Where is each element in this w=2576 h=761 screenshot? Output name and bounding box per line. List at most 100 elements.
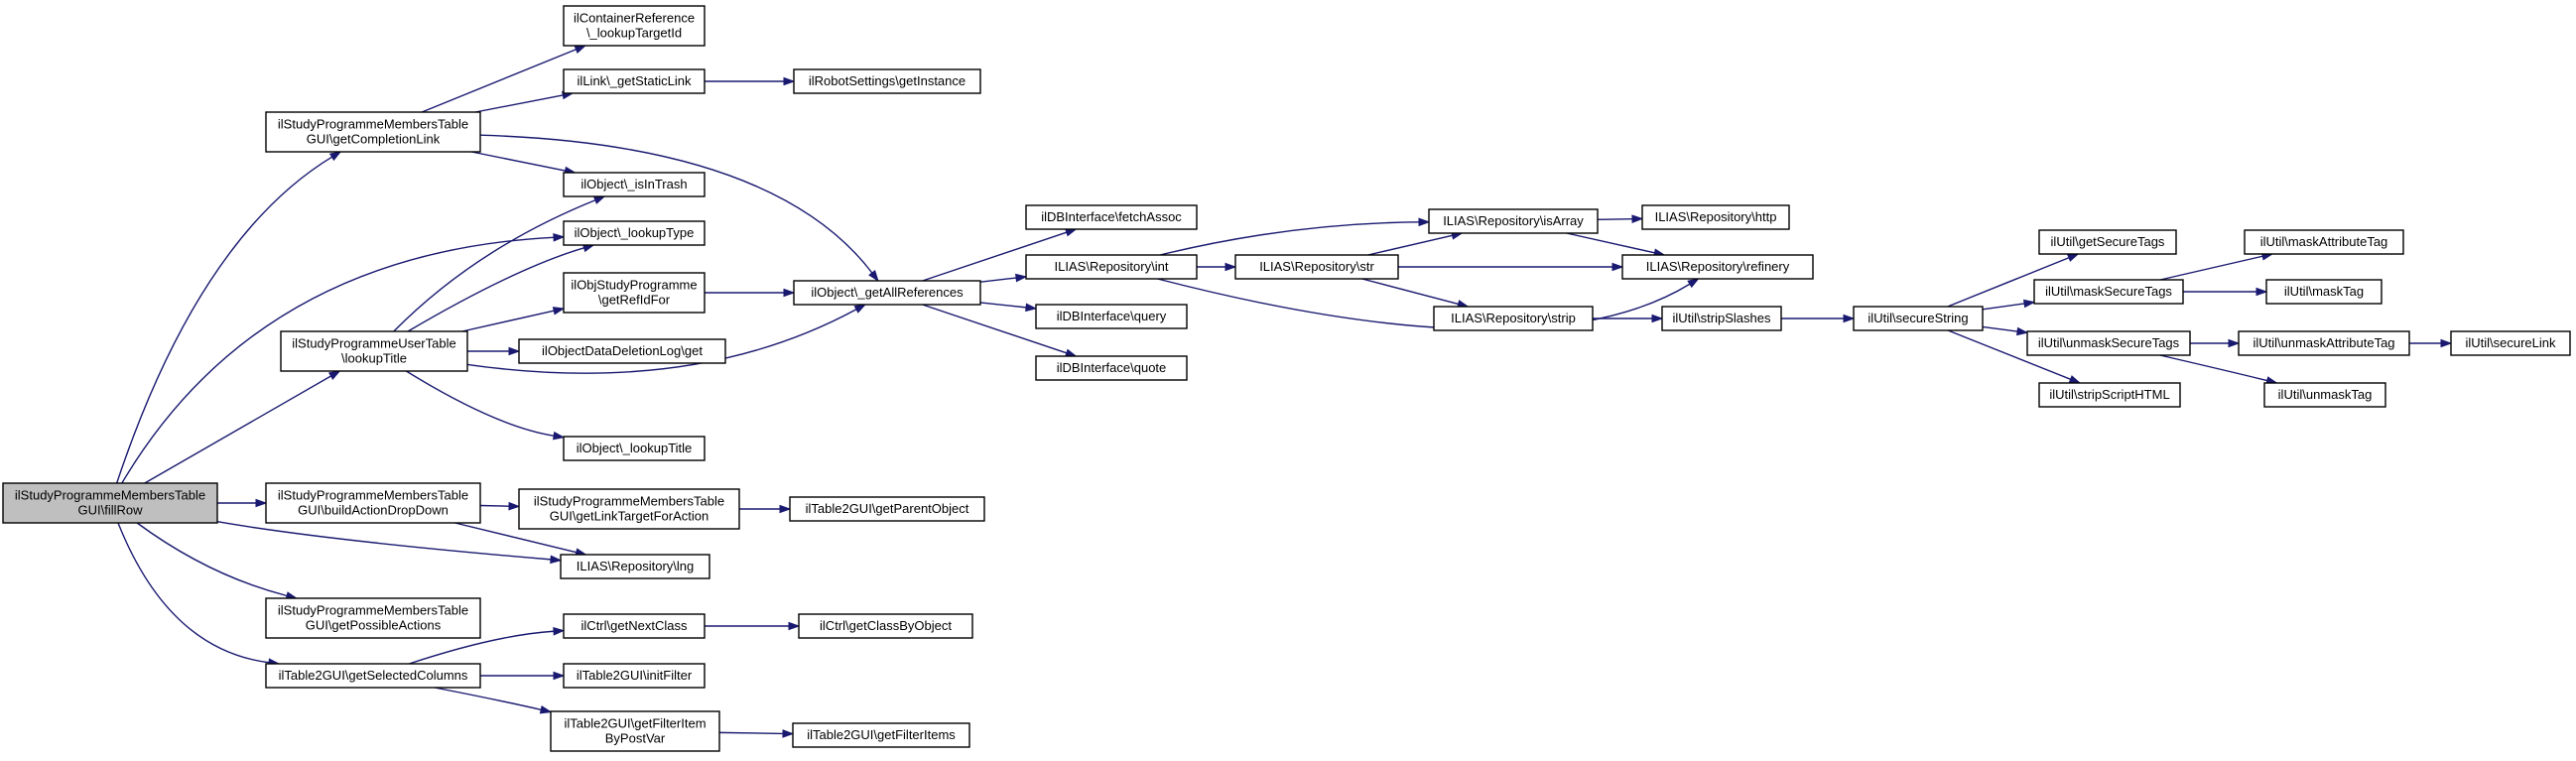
node-label: ilUtil\secureLink [2465, 335, 2556, 350]
node-quote[interactable]: ilDBInterface\quote [1035, 355, 1188, 381]
node-maskattr[interactable]: ilUtil\maskAttributeTag [2244, 229, 2404, 255]
node-box [1025, 254, 1198, 280]
edge-str-to-strip [1361, 278, 1470, 309]
edge-line [393, 199, 596, 332]
node-getsecuretags[interactable]: ilUtil\getSecureTags [2038, 229, 2177, 255]
edge-masksecuretags-to-maskattr [2159, 252, 2274, 281]
node-label: ilCtrl\getClassByObject [820, 618, 952, 633]
node-refinery[interactable]: ILIAS\Repository\refinery [1621, 254, 1814, 280]
node-label: GUI\getLinkTargetForAction [550, 509, 708, 524]
node-box [1661, 306, 1782, 331]
node-lookuptitle2[interactable]: ilObject\_lookupTitle [563, 436, 706, 461]
edge-line [1159, 221, 1420, 256]
node-stripscript[interactable]: ilUtil\stripScriptHTML [2038, 382, 2181, 408]
node-label: ilTable2GUI\getFilterItems [807, 727, 956, 742]
node-label: ilUtil\getSecureTags [2051, 234, 2165, 249]
edge-lookuptitle-to-allrefs [466, 304, 867, 374]
node-box [563, 613, 706, 639]
node-staticlink[interactable]: ilLink\_getStaticLink [563, 68, 706, 94]
node-possibleactions[interactable]: ilStudyProgrammeMembersTableGUI\getPossi… [265, 597, 481, 639]
node-box [265, 597, 481, 639]
node-masksecuretags[interactable]: ilUtil\maskSecureTags [2033, 279, 2184, 305]
node-label: ILIAS\Repository\str [1259, 259, 1374, 274]
arrowhead-icon [1025, 303, 1038, 313]
node-robot[interactable]: ilRobotSettings\getInstance [793, 68, 981, 94]
node-unmasksecuretags[interactable]: ilUtil\unmaskSecureTags [2026, 330, 2191, 356]
node-label: ilObject\_lookupTitle [577, 441, 693, 455]
node-allrefs[interactable]: ilObject\_getAllReferences [793, 280, 981, 306]
node-str[interactable]: ILIAS\Repository\str [1234, 254, 1399, 280]
edge-line [1597, 217, 1633, 221]
node-classbyobj[interactable]: ilCtrl\getClassByObject [798, 613, 973, 639]
node-int[interactable]: ILIAS\Repository\int [1025, 254, 1198, 280]
node-box [2038, 229, 2177, 255]
node-unmasktag[interactable]: ilUtil\unmaskTag [2263, 382, 2386, 408]
arrowhead-icon [2440, 338, 2453, 348]
node-stripslashes[interactable]: ilUtil\stripSlashes [1661, 306, 1782, 331]
edge-allrefs-to-fetchassoc [922, 228, 1078, 282]
node-securelink[interactable]: ilUtil\secureLink [2450, 330, 2571, 356]
node-query[interactable]: ilDBInterface\query [1035, 304, 1188, 329]
edge-line [406, 370, 555, 437]
node-lookuptitle[interactable]: ilStudyProgrammeUserTable\lookupTitle [280, 330, 468, 372]
node-isintrash[interactable]: ilObject\_isInTrash [563, 172, 706, 197]
edge-masksecuretags-to-masktag [2183, 287, 2268, 297]
node-contref[interactable]: ilContainerReference\_lookupTargetId [563, 5, 706, 47]
node-isarray[interactable]: ILIAS\Repository\isArray [1428, 208, 1599, 234]
edge-lookuptitle-to-deletionlog [467, 346, 521, 356]
node-box [563, 68, 706, 94]
edge-allrefs-to-quote [922, 304, 1078, 357]
node-filteritems[interactable]: ilTable2GUI\getFilterItems [792, 722, 970, 748]
node-lng[interactable]: ILIAS\Repository\lng [560, 554, 710, 579]
edge-line [421, 49, 577, 113]
edge-isarray-to-http [1597, 214, 1644, 223]
node-linktarget[interactable]: ilStudyProgrammeMembersTableGUI\getLinkT… [518, 488, 740, 530]
node-label: ILIAS\Repository\refinery [1646, 259, 1790, 274]
edge-securestring-to-unmasksecuretags [1982, 325, 2029, 336]
edge-line [144, 375, 331, 484]
arrowhead-icon [2066, 253, 2080, 262]
node-deletionlog[interactable]: ilObjectDataDeletionLog\get [518, 338, 726, 364]
arrowhead-icon [553, 626, 566, 636]
edge-line [1361, 278, 1459, 306]
arrowhead-icon [2023, 299, 2036, 309]
node-box [1428, 208, 1599, 234]
node-getrefid[interactable]: ilObjStudyProgramme\getRefIdFor [563, 272, 706, 314]
node-completion[interactable]: ilStudyProgrammeMembersTableGUI\getCompl… [265, 111, 481, 153]
node-label: GUI\fillRow [77, 503, 143, 518]
node-label: ilDBInterface\quote [1057, 360, 1167, 375]
edge-line [475, 94, 564, 113]
arrowhead-icon [1015, 273, 1028, 283]
edge-buildaction-to-linktarget [479, 501, 521, 511]
arrowhead-icon [552, 307, 566, 316]
node-parentobj[interactable]: ilTable2GUI\getParentObject [789, 496, 985, 522]
node-nextclass[interactable]: ilCtrl\getNextClass [563, 613, 706, 639]
arrowhead-icon [1064, 228, 1078, 237]
node-label: ilObjectDataDeletionLog\get [542, 343, 703, 358]
node-box [798, 613, 973, 639]
node-lookuptype[interactable]: ilObject\_lookupType [563, 220, 706, 246]
edge-selcols-to-filteritem [434, 687, 553, 714]
node-strip[interactable]: ILIAS\Repository\strip [1433, 306, 1594, 331]
node-label: ilTable2GUI\getSelectedColumns [279, 668, 468, 683]
node-securestring[interactable]: ilUtil\secureString [1853, 306, 1984, 331]
node-box [518, 488, 740, 530]
node-http[interactable]: ILIAS\Repository\http [1641, 204, 1790, 230]
node-initfilter[interactable]: ilTable2GUI\initFilter [563, 663, 706, 689]
edge-nextclass-to-classbyobj [705, 621, 801, 631]
node-fetchassoc[interactable]: ilDBInterface\fetchAssoc [1025, 204, 1198, 230]
node-masktag[interactable]: ilUtil\maskTag [2265, 279, 2383, 305]
node-unmaskattr[interactable]: ilUtil\unmaskAttributeTag [2238, 330, 2410, 356]
edge-completion-to-contref [421, 45, 587, 113]
node-buildaction[interactable]: ilStudyProgrammeMembersTableGUI\buildAct… [265, 482, 481, 524]
edge-unmasksecuretags-to-unmaskattr [2190, 338, 2241, 348]
edge-line [1947, 257, 2070, 308]
edge-unmaskattr-to-securelink [2409, 338, 2453, 348]
edge-completion-to-staticlink [475, 90, 575, 113]
node-selcols[interactable]: ilTable2GUI\getSelectedColumns [265, 663, 481, 689]
edge-fillrow-to-lookuptype [121, 232, 566, 484]
edge-stripslashes-to-securestring [1781, 314, 1856, 323]
edge-isarray-to-refinery [1566, 232, 1666, 257]
